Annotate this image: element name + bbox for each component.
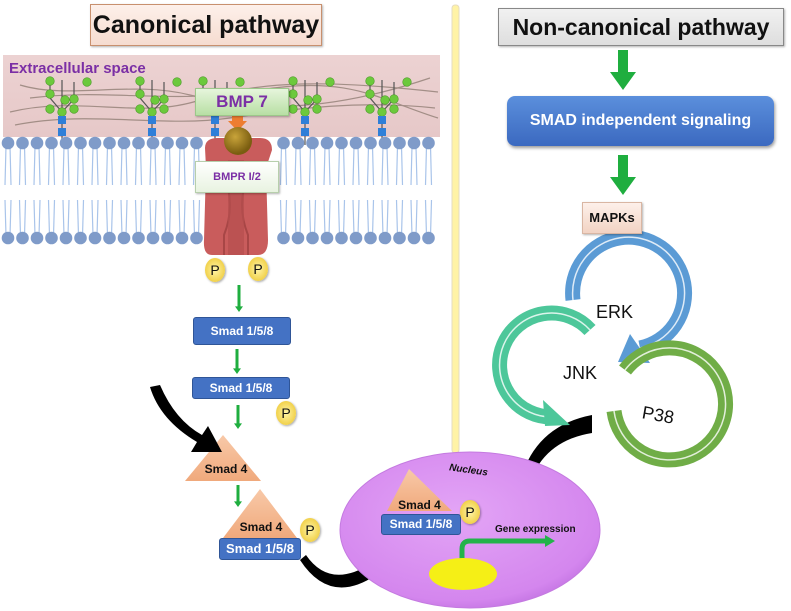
lipid-head [30, 231, 44, 245]
lipid-head [88, 231, 102, 245]
lipid-head [422, 136, 435, 150]
lipid-head [407, 136, 421, 150]
lipid-head [103, 231, 116, 245]
phosphate-badge: P [276, 401, 296, 425]
lipid-head [146, 136, 160, 150]
smad4-label: Smad 4 [204, 462, 248, 476]
glycan-trees [45, 76, 412, 145]
lipid-head [132, 136, 145, 150]
down-arrow-icon [234, 485, 242, 507]
lipid-head [364, 231, 377, 245]
erk-label: ERK [596, 302, 634, 322]
gene-expression-label: Gene expression [495, 524, 576, 535]
smad-independent-signaling-box: SMAD independent signaling [507, 96, 774, 146]
lipid-head [1, 231, 15, 245]
lipid-head [335, 231, 348, 245]
lipid-head [117, 136, 131, 150]
lipid-head [161, 231, 174, 245]
bmp-ligand [224, 127, 252, 155]
phosphate-badge: P [248, 257, 268, 281]
down-arrow-icon [610, 50, 636, 90]
smad158-box-nucleus: Smad 1/5/8 [381, 514, 461, 535]
lipid-head [117, 231, 131, 245]
lipid-head [422, 231, 435, 245]
smad4-triangle-nucleus [387, 469, 452, 511]
lipid-head [378, 136, 392, 150]
smad4-triangle-1 [185, 435, 261, 481]
bmp7-label: BMP 7 [195, 88, 289, 116]
lipid-head [161, 136, 174, 150]
glycan-tree [45, 76, 92, 145]
glycan-tree [135, 76, 182, 145]
lipid-head [190, 136, 203, 150]
phosphate-badge: P [300, 518, 320, 542]
lipid-head [175, 136, 189, 150]
lipid-head [45, 136, 58, 150]
smad158-box-3: Smad 1/5/8 [219, 538, 301, 560]
lipid-head [146, 231, 160, 245]
noncanonical-pathway-title: Non-canonical pathway [498, 8, 784, 46]
lipid-head [277, 231, 290, 245]
phosphate-badge: P [460, 500, 480, 524]
lipid-head [378, 231, 392, 245]
lipid-head [335, 136, 348, 150]
jnk-label: JNK [563, 363, 598, 383]
smad4-triangle-2 [223, 489, 297, 538]
lipid-head [74, 136, 87, 150]
extracellular-space-label: Extracellular space [9, 60, 146, 77]
lipid-head [1, 136, 15, 150]
phosphate-badge: P [205, 258, 225, 282]
lipid-head [306, 231, 319, 245]
down-arrow-icon [234, 405, 242, 429]
lipid-head [103, 136, 116, 150]
smad158-box-2: Smad 1/5/8 [192, 377, 290, 399]
lipid-head [306, 136, 319, 150]
lipid-head [393, 231, 406, 245]
lipid-head [88, 136, 102, 150]
lipid-head [349, 231, 363, 245]
down-arrow-icon [610, 155, 636, 195]
smad158-box-1: Smad 1/5/8 [193, 317, 291, 345]
down-arrow-icon [233, 349, 241, 374]
noncanonical-arrows [610, 50, 636, 195]
lipid-head [59, 136, 73, 150]
lipid-head [16, 231, 29, 245]
down-arrow-icon [235, 285, 243, 312]
lipid-bilayer [1, 136, 435, 245]
smad4-label: Smad 4 [398, 498, 441, 512]
lipid-head [59, 231, 73, 245]
lipid-head [364, 136, 377, 150]
lipid-head [407, 231, 421, 245]
lipid-head [291, 136, 305, 150]
lipid-head [45, 231, 58, 245]
lipid-head [320, 231, 334, 245]
lipid-head [16, 136, 29, 150]
bmp-receptor [203, 138, 272, 255]
jnk-ring [492, 305, 596, 426]
canonical-pathway-title: Canonical pathway [90, 4, 322, 46]
bmpr-label: BMPR I/2 [195, 161, 279, 193]
mapks-box: MAPKs [582, 202, 642, 234]
pathway-divider [451, 4, 460, 454]
lipid-head [30, 136, 44, 150]
smad4-label: Smad 4 [239, 520, 283, 534]
black-arrow-to-smad4 [150, 385, 222, 452]
lipid-head [132, 231, 145, 245]
p38-ring [606, 340, 734, 468]
gene-promoter [429, 558, 497, 590]
lipid-head [320, 136, 334, 150]
lipid-head [175, 231, 189, 245]
lipid-head [291, 231, 305, 245]
gene-expression-arrow-icon [459, 538, 547, 569]
lipid-head [393, 136, 406, 150]
lipid-head [277, 136, 290, 150]
lipid-head [190, 231, 203, 245]
lipid-head [74, 231, 87, 245]
glycan-tree [288, 76, 335, 145]
ligand-arrow-icon [228, 116, 247, 131]
glycan-tree [365, 76, 412, 145]
lipid-head [349, 136, 363, 150]
green-arrows [233, 285, 243, 507]
